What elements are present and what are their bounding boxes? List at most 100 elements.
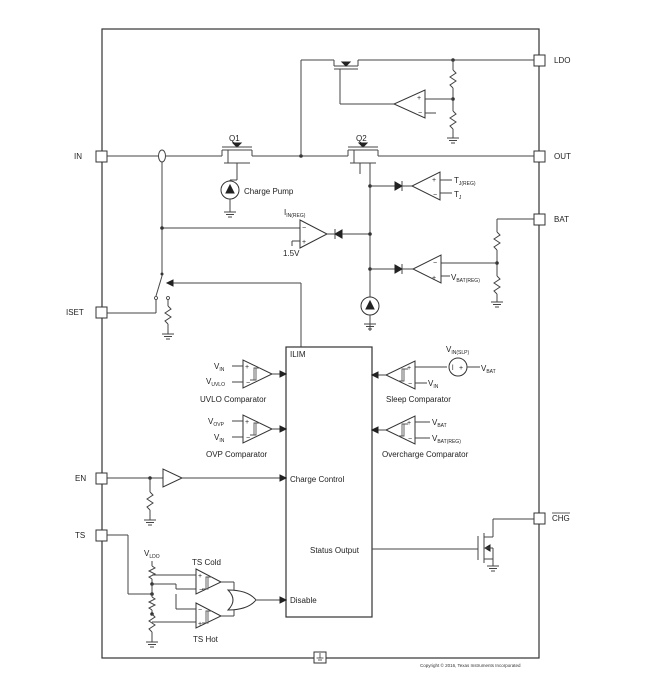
q2-transistor-icon: [347, 142, 379, 174]
tj-amp-icon: [410, 171, 441, 201]
uvlo-vin-label: VIN: [214, 362, 225, 373]
sleep-comparator-icon: [384, 360, 416, 390]
chg-transistor-icon: [477, 519, 494, 566]
charge-pump-arrow-icon: [225, 183, 235, 194]
disable-label: Disable: [290, 596, 317, 605]
ldo-transistor-icon: [333, 60, 359, 76]
oc-vbat-label: VBAT: [432, 418, 447, 429]
pin-en-box: [95, 472, 108, 485]
q2-label: Q2: [356, 134, 367, 143]
uvlo-comparator-icon: [242, 359, 274, 389]
pin-in-label: IN: [74, 152, 82, 161]
svg-text:+: +: [459, 365, 463, 372]
vldo-label: VLDO: [144, 549, 160, 560]
svg-text:−: −: [408, 436, 412, 443]
iin-reg-amp-icon: [299, 219, 329, 249]
ovp-vovp-label: VOVP: [208, 417, 225, 428]
q1-label: Q1: [229, 134, 240, 143]
pin-bat-label: BAT: [554, 215, 569, 224]
bat-resistor-bottom-icon: [493, 275, 501, 295]
tj-reg-label: TJ(REG): [454, 176, 476, 187]
svg-text:+: +: [245, 419, 249, 426]
sleep-comparator-label: Sleep Comparator: [386, 395, 451, 404]
svg-text:−: −: [246, 380, 250, 387]
current-sense-icon: [158, 149, 166, 163]
pin-chg-label: CHG: [552, 514, 570, 523]
iin-reg-label: IIN(REG): [284, 208, 306, 219]
overcharge-comparator-icon: [384, 415, 416, 445]
svg-text:l: l: [452, 365, 454, 372]
oc-vbat-reg-label: VBAT(REG): [432, 434, 461, 445]
svg-text:−: −: [408, 381, 412, 388]
pin-iset-label: ISET: [66, 308, 84, 317]
uvlo-comparator-label: UVLO Comparator: [200, 395, 267, 404]
tj-diode-icon: [394, 181, 404, 191]
pin-bat-box: [533, 213, 546, 226]
pin-out-box: [533, 150, 546, 163]
charge-control-label: Charge Control: [290, 475, 344, 484]
pin-ts-box: [95, 529, 108, 542]
ts-resistor-top-icon: [147, 565, 157, 580]
svg-text:+: +: [198, 621, 202, 628]
ts-cold-label: TS Cold: [192, 558, 221, 567]
ldo-amp-icon: [392, 89, 426, 119]
pin-en-label: EN: [75, 474, 86, 483]
vbat-reg-amp-icon: [411, 254, 442, 284]
copyright-text: Copyright © 2016, Texas Instruments Inco…: [420, 662, 521, 668]
iset-resistor-icon: [164, 305, 172, 325]
vbat-diode-icon: [394, 264, 404, 274]
svg-text:−: −: [199, 587, 203, 594]
ovp-vin-label: VIN: [214, 433, 225, 444]
pin-in-box: [95, 150, 108, 163]
pin-ldo-box: [533, 54, 546, 67]
pin-gnd-icon: [316, 653, 324, 661]
overcharge-comparator-label: Overcharge Comparator: [382, 450, 469, 459]
vbat-reg-amp-label: VBAT(REG): [451, 273, 480, 284]
ts-hot-comparator-icon: [195, 602, 223, 629]
svg-text:+: +: [407, 420, 411, 427]
pin-ts-label: TS: [75, 531, 85, 540]
svg-text:−: −: [302, 225, 306, 232]
ts-resistor-mid-icon: [147, 596, 157, 611]
svg-text:−: −: [198, 607, 202, 614]
charge-pump-label: Charge Pump: [244, 187, 294, 196]
ldo-resistor-top-icon: [449, 69, 457, 89]
svg-text:+: +: [302, 239, 306, 246]
ovp-comparator-label: OVP Comparator: [206, 450, 268, 459]
pin-chg-box: [533, 512, 546, 525]
pin-iset-box: [95, 306, 108, 319]
vin-slp-label: VIN(SLP): [446, 345, 469, 356]
svg-text:+: +: [432, 275, 436, 282]
ldo-resistor-bottom-icon: [449, 110, 457, 130]
pin-ldo-label: LDO: [554, 56, 570, 65]
svg-text:+: +: [407, 365, 411, 372]
v1p5-label: 1.5V: [283, 249, 300, 258]
ilim-label: ILIM: [290, 350, 306, 359]
ovp-comparator-icon: [242, 414, 274, 444]
tj-label: TJ: [454, 190, 462, 201]
status-output-label: Status Output: [310, 546, 360, 555]
sleep-vbat-label: VBAT: [481, 364, 496, 375]
en-resistor-icon: [146, 491, 154, 511]
svg-text:−: −: [433, 260, 437, 267]
pin-out-label: OUT: [554, 152, 571, 161]
bat-resistor-top-icon: [493, 231, 501, 251]
svg-text:−: −: [418, 110, 422, 117]
svg-text:+: +: [432, 177, 436, 184]
sleep-vin-label: VIN: [428, 379, 439, 390]
svg-text:+: +: [245, 364, 249, 371]
ts-resistor-bottom-icon: [148, 613, 156, 633]
logic-block: [285, 346, 373, 618]
svg-text:+: +: [417, 95, 421, 102]
uvlo-vuvlo-label: VUVLO: [206, 377, 225, 388]
svg-text:+: +: [198, 573, 202, 580]
ts-hot-label: TS Hot: [193, 635, 219, 644]
or-gate-icon: [226, 589, 257, 611]
iin-diode-icon: [333, 229, 343, 239]
en-buffer-icon: [162, 468, 184, 488]
ts-cold-comparator-icon: [195, 568, 223, 595]
q1-transistor-icon: [221, 142, 253, 180]
svg-text:−: −: [433, 192, 437, 199]
svg-text:−: −: [246, 435, 250, 442]
